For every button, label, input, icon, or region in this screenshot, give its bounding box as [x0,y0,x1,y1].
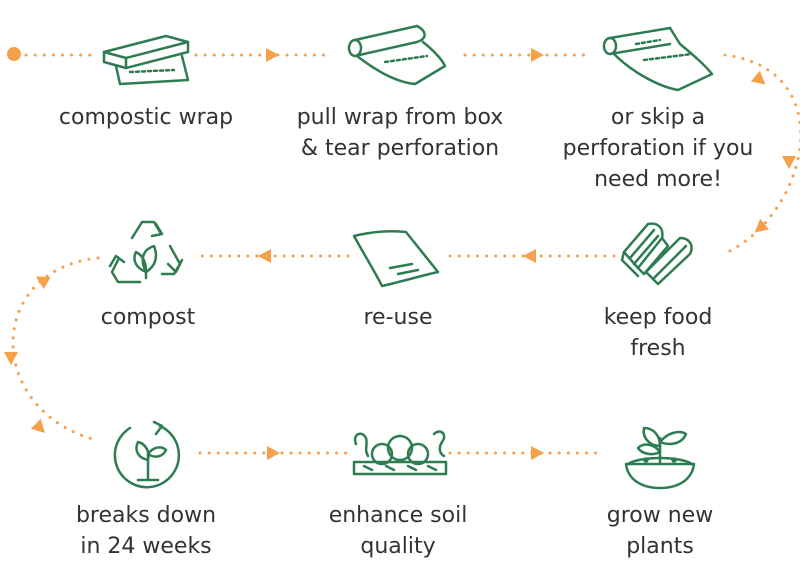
step-label-grow-plants: grow new plants [606,503,714,559]
flow-arrow-4 [782,156,796,169]
flow-arrow-1 [266,48,279,62]
step-label-compostic-wrap: compostic wrap [58,105,234,130]
step-label-compost: compost [100,305,196,330]
plant-bowl-icon [620,416,700,492]
flow-arrow-8 [35,276,51,290]
flow-arrow-5 [754,218,770,233]
start-dot [7,47,21,61]
flow-arrow-6 [523,249,536,263]
step-label-reuse: re-use [363,305,433,330]
flow-arrow-12 [531,446,544,460]
wrap-box-icon [96,28,196,86]
step-label-skip-perforation: or skip a perforation if you need more! [562,105,754,192]
sandwich-icon [618,218,698,288]
step-label-keep-fresh: keep food fresh [603,305,713,361]
step-label-breaks-down: breaks down in 24 weeks [75,503,217,559]
soil-worms-icon [350,424,450,478]
flow-arrow-2 [531,48,544,62]
wrap-sheet-icon [350,228,442,288]
flow-arrow-10 [30,418,45,433]
flow-arrow-7 [258,249,271,263]
wrap-roll-long-icon [600,24,720,94]
flow-arrow-3 [750,70,766,85]
step-label-enhance-soil: enhance soil quality [328,503,468,559]
recycle-leaf-icon [104,216,188,292]
flow-arrow-11 [267,446,280,460]
flow-arrow-9 [4,352,18,365]
wrap-roll-icon [345,20,455,90]
cycle-sprout-icon [110,418,186,494]
step-label-pull-wrap: pull wrap from box & tear perforation [296,105,504,161]
